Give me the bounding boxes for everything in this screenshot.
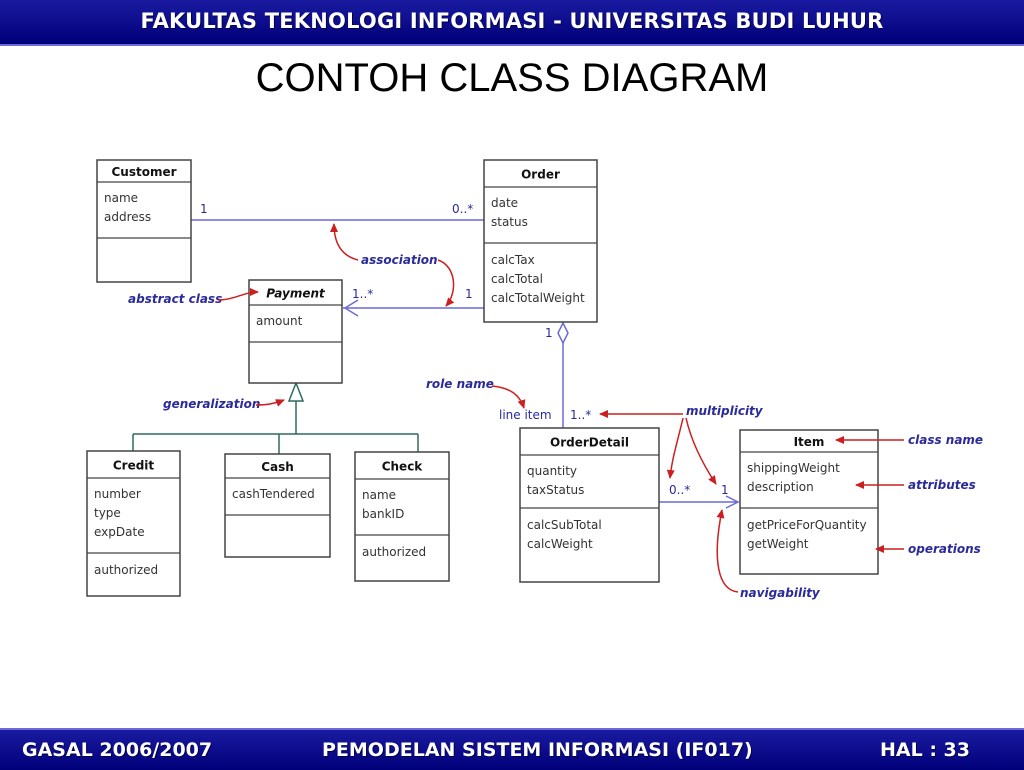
class-payment-box bbox=[248, 279, 343, 384]
class-customer-name: Customer bbox=[111, 165, 176, 179]
footer-page: HAL : 33 bbox=[880, 739, 970, 761]
class-order-attribute: date bbox=[491, 196, 518, 210]
class-orderdetail-name: OrderDetail bbox=[550, 436, 629, 450]
class-customer-attribute: name bbox=[104, 191, 138, 205]
class-orderdetail-attribute: quantity bbox=[527, 464, 577, 478]
footer-course: PEMODELAN SISTEM INFORMASI (IF017) bbox=[322, 739, 753, 761]
class-order-operation: calcTax bbox=[491, 253, 535, 267]
class-order-name: Order bbox=[521, 168, 560, 182]
annotation-arrow-multiplicity-right bbox=[685, 417, 717, 485]
class-customer-box bbox=[96, 159, 192, 283]
class-item-operation: getPriceForQuantity bbox=[747, 518, 867, 532]
annotation-abstract-class: abstract class bbox=[128, 292, 222, 306]
footer-bar: GASAL 2006/2007 PEMODELAN SISTEM INFORMA… bbox=[0, 728, 1024, 770]
class-orderdetail-attribute: taxStatus bbox=[527, 483, 584, 497]
multiplicity-order-payment-1: 1 bbox=[465, 287, 473, 301]
annotation-arrow-role-name bbox=[491, 385, 526, 409]
multiplicity-detail-item-many: 0..* bbox=[669, 483, 690, 497]
class-payment-name: Payment bbox=[266, 287, 326, 301]
class-orderdetail-operation: calcWeight bbox=[527, 537, 593, 551]
annotation-arrow-multiplicity-mid bbox=[666, 417, 684, 479]
class-check-name: Check bbox=[382, 460, 424, 474]
class-cash-box bbox=[224, 453, 331, 558]
class-credit-attribute: type bbox=[94, 506, 121, 520]
class-credit-attribute: expDate bbox=[94, 525, 145, 539]
class-orderdetail-operation: calcSubTotal bbox=[527, 518, 602, 532]
class-item-attribute: shippingWeight bbox=[747, 461, 840, 475]
class-payment-attribute: amount bbox=[256, 314, 303, 328]
class-payment: Payment amount bbox=[248, 279, 343, 384]
class-credit: Credit number type expDate authorized bbox=[86, 450, 181, 597]
class-customer-attribute: address bbox=[104, 210, 151, 224]
aggregation-diamond bbox=[557, 321, 569, 345]
annotation-multiplicity: multiplicity bbox=[686, 404, 764, 418]
multiplicity-order-detail-1: 1 bbox=[545, 326, 553, 340]
class-order-attribute: status bbox=[491, 215, 528, 229]
class-item: Item shippingWeight description getPriceFor… bbox=[739, 429, 879, 575]
annotation-operations: operations bbox=[908, 542, 981, 556]
class-credit-attribute: number bbox=[94, 487, 141, 501]
annotation-navigability: navigability bbox=[740, 586, 821, 600]
generalization-triangle bbox=[287, 380, 305, 402]
class-item-operation: getWeight bbox=[747, 537, 809, 551]
class-orderdetail-box bbox=[519, 427, 660, 583]
role-name-line-item: line item bbox=[499, 408, 552, 422]
class-check-operation: authorized bbox=[362, 545, 426, 559]
multiplicity-item-1: 1 bbox=[721, 483, 729, 497]
annotation-arrow-abstract-class bbox=[217, 288, 259, 301]
generalization-tree bbox=[132, 401, 419, 454]
class-cash: Cash cashTendered bbox=[224, 453, 331, 558]
annotation-arrow-association-right bbox=[437, 259, 455, 307]
class-item-name: Item bbox=[794, 435, 825, 449]
class-orderdetail: OrderDetail quantity taxStatus calcSubTotal… bbox=[519, 427, 660, 583]
annotation-association: association bbox=[361, 253, 438, 267]
annotation-class-name: class name bbox=[908, 433, 983, 447]
class-customer: Customer name address bbox=[96, 159, 192, 283]
class-order-operation: calcTotalWeight bbox=[491, 291, 585, 305]
class-credit-operation: authorized bbox=[94, 563, 158, 577]
class-check: Check name bankID authorized bbox=[354, 451, 450, 582]
class-credit-box bbox=[86, 450, 181, 597]
navigability-arrow-item bbox=[725, 495, 740, 509]
annotation-arrow-generalization bbox=[255, 399, 285, 407]
annotation-generalization: generalization bbox=[163, 397, 260, 411]
class-cash-attribute: cashTendered bbox=[232, 487, 315, 501]
navigability-arrow-payment bbox=[343, 299, 359, 317]
annotation-role-name: role name bbox=[426, 377, 494, 391]
class-check-box bbox=[354, 451, 450, 582]
class-item-box bbox=[739, 429, 879, 575]
footer-semester: GASAL 2006/2007 bbox=[22, 739, 213, 761]
annotation-attributes: attributes bbox=[908, 478, 976, 492]
multiplicity-payment-many: 1..* bbox=[352, 287, 373, 301]
class-credit-name: Credit bbox=[113, 459, 155, 473]
multiplicity-customer-order-1: 1 bbox=[200, 202, 208, 216]
slide-title: CONTOH CLASS DIAGRAM bbox=[255, 56, 769, 100]
class-order-operation: calcTotal bbox=[491, 272, 543, 286]
class-item-attribute: description bbox=[747, 480, 814, 494]
multiplicity-detail-many: 1..* bbox=[570, 408, 591, 422]
class-cash-name: Cash bbox=[261, 460, 294, 474]
annotation-arrow-navigability bbox=[716, 509, 739, 593]
class-check-attribute: bankID bbox=[362, 507, 404, 521]
multiplicity-customer-order-many: 0..* bbox=[452, 202, 473, 216]
annotation-arrow-association-left bbox=[330, 223, 359, 261]
class-check-attribute: name bbox=[362, 488, 396, 502]
header-title: FAKULTAS TEKNOLOGI INFORMASI - UNIVERSIT… bbox=[140, 9, 884, 33]
header-banner: FAKULTAS TEKNOLOGI INFORMASI - UNIVERSIT… bbox=[0, 0, 1024, 46]
